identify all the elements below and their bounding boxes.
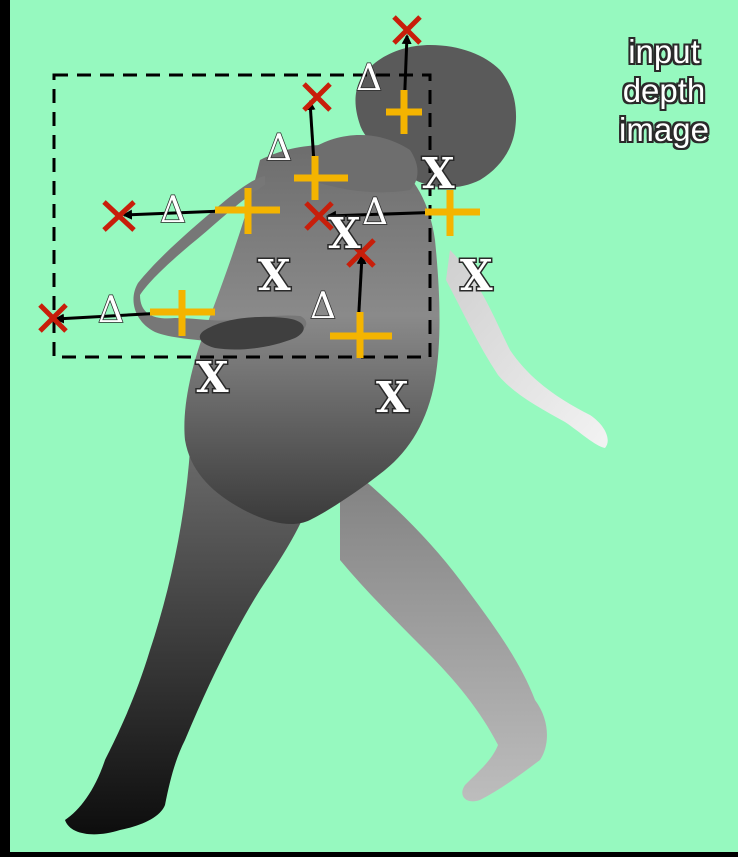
delta-label: Δ xyxy=(98,290,124,331)
caption-line: input xyxy=(590,32,738,71)
delta-label: Δ xyxy=(310,286,336,327)
x-label: X xyxy=(328,209,361,258)
delta-label: Δ xyxy=(356,58,382,99)
caption-line: image xyxy=(590,110,738,149)
caption-line: depth xyxy=(590,71,738,110)
delta-label: Δ xyxy=(266,128,292,169)
x-label: X xyxy=(258,251,291,300)
delta-label: Δ xyxy=(362,192,388,233)
x-label: X xyxy=(460,251,493,300)
x-label: X xyxy=(196,353,229,402)
input-depth-image-caption: input depth image xyxy=(590,32,738,149)
x-label: X xyxy=(422,149,455,198)
x-label: X xyxy=(376,373,409,422)
delta-label: Δ xyxy=(160,190,186,231)
